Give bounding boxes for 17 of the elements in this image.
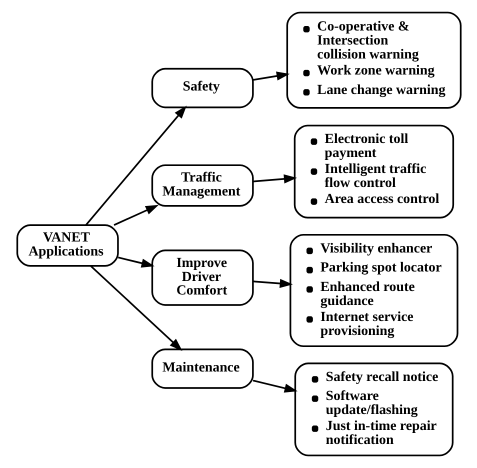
arrow <box>117 256 154 268</box>
node-box: Electronic toll payment Intelligent traffic flow control Area access control <box>293 124 454 219</box>
arrow <box>252 72 290 81</box>
arrow <box>84 106 186 226</box>
node-box: Improve Driver Comfort <box>150 249 254 306</box>
arrow <box>113 204 158 226</box>
node-box: Safety recall notice Software update/flashing Just in-time repair notification <box>294 362 454 456</box>
arrow <box>90 266 182 351</box>
node-box: Co-operative & Intersection collision warning Work zone warning Lane change warning <box>286 12 462 109</box>
node-box: VANET Applications <box>16 224 118 267</box>
node-box: Visibility enhancer Parking spot locator Enhanced route guidance Internet service provisioning <box>289 234 458 348</box>
node-box: Traffic Management <box>150 164 254 207</box>
node-box: Maintenance <box>150 348 254 389</box>
arrow <box>252 278 292 288</box>
node-box: Safety <box>150 68 254 108</box>
arrow <box>252 380 298 393</box>
arrow <box>252 174 297 184</box>
